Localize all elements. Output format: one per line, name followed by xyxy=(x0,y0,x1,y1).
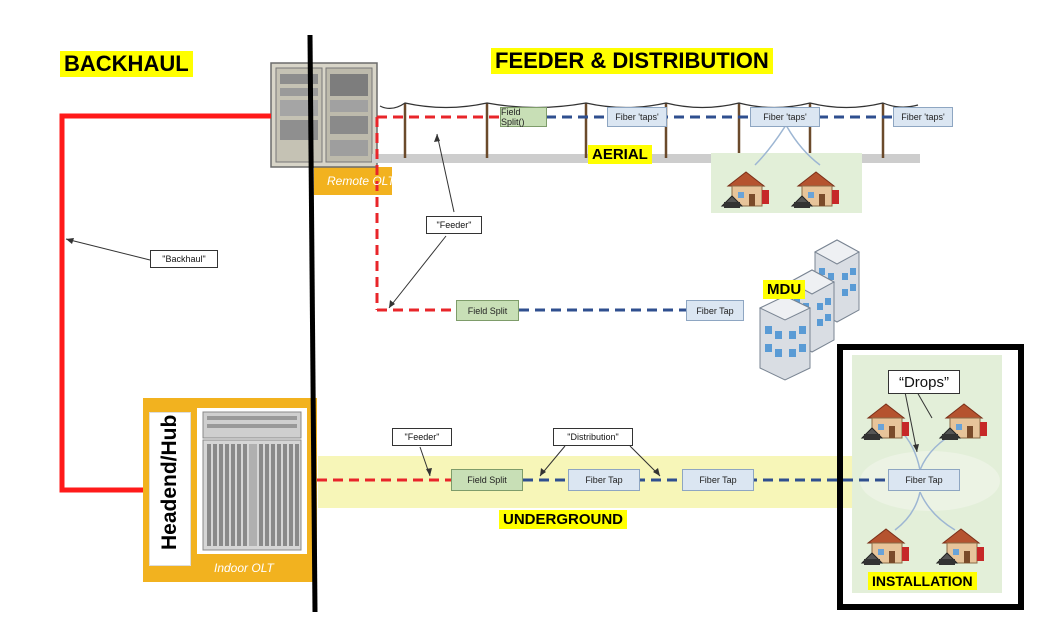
indoor-olt-chassis xyxy=(202,411,302,551)
mdu-buildings xyxy=(758,239,861,381)
house-icon xyxy=(860,528,909,565)
aerial-fiber-tap-1: Fiber 'taps' xyxy=(607,107,667,127)
aerial-wire xyxy=(379,102,919,109)
backhaul-callout: "Backhaul" xyxy=(150,250,218,268)
aerial-heading: AERIAL xyxy=(588,145,652,164)
house-icon xyxy=(790,171,839,208)
house-icon xyxy=(860,403,909,440)
houses-group xyxy=(720,171,987,565)
mdu-fiber-tap: Fiber Tap xyxy=(686,300,744,321)
mdu-heading: MDU xyxy=(763,280,806,299)
aerial-fiber-tap-2: Fiber 'taps' xyxy=(750,107,820,127)
backhaul-line xyxy=(59,113,271,493)
remote-olt-cabinet xyxy=(270,62,378,168)
underground-field-split: Field Split xyxy=(451,469,523,491)
drops-callout: “Drops” xyxy=(888,370,960,394)
installation-frame xyxy=(837,344,1024,610)
feeder-callout-underground: "Feeder" xyxy=(392,428,452,446)
distribution-callout: "Distribution" xyxy=(553,428,633,446)
house-icon xyxy=(720,171,769,208)
underground-heading: UNDERGROUND xyxy=(499,510,627,529)
aerial-fiber-tap-3: Fiber 'taps' xyxy=(893,107,953,127)
headend-hub-label: Headend/Hub xyxy=(158,414,181,550)
installation-fiber-tap: Fiber Tap xyxy=(888,469,960,491)
remote-olt-panel xyxy=(314,167,392,195)
divider-line xyxy=(307,34,318,613)
backhaul-heading: BACKHAUL xyxy=(60,51,193,77)
feeder-callout-aerial: "Feeder" xyxy=(426,216,482,234)
remote-olt-label: Remote OLT xyxy=(327,174,395,188)
mdu-field-split: Field Split xyxy=(456,300,519,321)
headend-label-box xyxy=(149,412,191,566)
house-icon xyxy=(935,528,984,565)
aerial-field-split: Field Split() xyxy=(500,107,547,127)
feeder-distribution-heading: FEEDER & DISTRIBUTION xyxy=(491,48,773,74)
underground-fiber-tap-1: Fiber Tap xyxy=(568,469,640,491)
indoor-olt-label: Indoor OLT xyxy=(214,561,274,575)
house-icon xyxy=(938,403,987,440)
underground-fiber-tap-2: Fiber Tap xyxy=(682,469,754,491)
installation-heading: INSTALLATION xyxy=(868,572,977,590)
